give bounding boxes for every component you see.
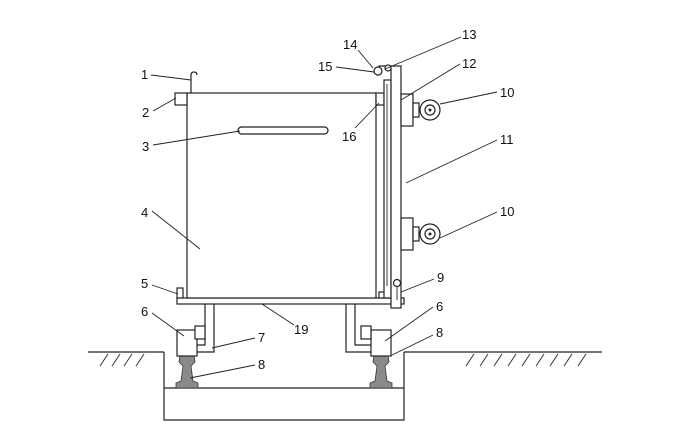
leader-lines — [150, 36, 498, 379]
label-6-right: 6 — [436, 299, 443, 314]
rail-right — [369, 354, 393, 389]
label-4: 4 — [141, 205, 148, 220]
handle-slot — [237, 126, 329, 135]
pulley-15 — [373, 66, 383, 76]
label-10-bottom: 10 — [500, 204, 514, 219]
hook — [190, 71, 198, 93]
trench — [163, 352, 405, 421]
cabinet-body — [186, 92, 377, 299]
guide-track — [383, 79, 392, 299]
label-8-right: 8 — [436, 325, 443, 340]
label-1: 1 — [141, 67, 148, 82]
base-stop-left — [176, 287, 184, 299]
label-2: 2 — [142, 105, 149, 120]
roller-bottom — [400, 217, 441, 251]
outer-frame — [390, 65, 402, 309]
label-11: 11 — [500, 132, 514, 147]
label-15: 15 — [318, 59, 332, 74]
label-6-left: 6 — [141, 304, 148, 319]
label-7: 7 — [258, 330, 265, 345]
ground-right — [404, 351, 602, 367]
bracket-right — [345, 304, 372, 353]
pulley-9 — [392, 278, 402, 288]
label-8-left: 8 — [258, 357, 265, 372]
rail-left — [175, 354, 199, 389]
bracket-left — [194, 304, 215, 353]
label-16: 16 — [342, 129, 356, 144]
wheel-block-left — [176, 329, 198, 357]
top-tab-left — [174, 92, 188, 106]
ground-left — [88, 351, 164, 367]
label-12: 12 — [462, 56, 476, 71]
wheel-block-right — [370, 329, 392, 357]
top-tab-right — [375, 92, 385, 106]
label-9: 9 — [437, 270, 444, 285]
roller-top — [400, 93, 441, 127]
base-plate — [176, 297, 405, 305]
label-19: 19 — [294, 322, 308, 337]
label-13: 13 — [462, 27, 476, 42]
label-3: 3 — [142, 139, 149, 154]
label-14: 14 — [343, 37, 357, 52]
label-5: 5 — [141, 276, 148, 291]
label-10-top: 10 — [500, 85, 514, 100]
